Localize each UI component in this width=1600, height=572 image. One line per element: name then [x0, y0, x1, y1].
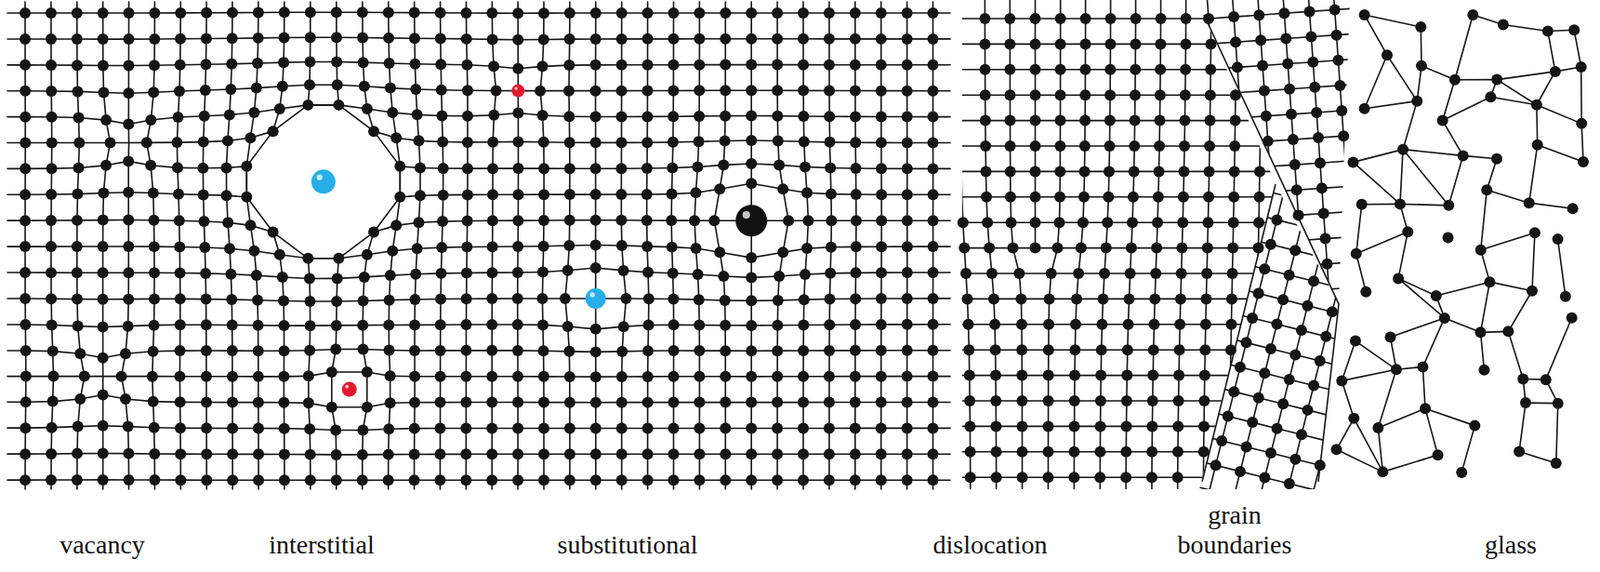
bond [1333, 399, 1360, 402]
bond [1359, 298, 1385, 301]
bond [1282, 222, 1285, 248]
bond [1309, 272, 1335, 275]
bond [1335, 119, 1362, 122]
bond [1307, 399, 1334, 402]
bond-lines [7, 0, 1584, 572]
bond-stub [959, 0, 962, 19]
bond [1259, 145, 1285, 147]
bond [1334, 272, 1360, 275]
bond [959, 120, 962, 146]
bond [1282, 323, 1310, 326]
bond [1284, 171, 1310, 173]
bond [1285, 145, 1311, 147]
bond-stub [957, 145, 962, 147]
bond [1229, 476, 1256, 478]
bond-stub [957, 17, 960, 20]
bond [959, 18, 962, 44]
bond [1281, 375, 1283, 401]
bond [1335, 145, 1362, 147]
bond [1334, 298, 1360, 301]
bond [1311, 43, 1337, 46]
bond [1286, 43, 1312, 46]
bond [1307, 425, 1334, 428]
bond [1283, 171, 1286, 197]
bond [1335, 221, 1361, 224]
bond [1361, 93, 1388, 96]
bond [1282, 248, 1285, 274]
bond [1335, 196, 1361, 199]
bond [1306, 450, 1333, 453]
bond [1332, 476, 1359, 478]
bond [1357, 476, 1384, 478]
bond [1336, 68, 1362, 71]
bond [1308, 298, 1334, 301]
bond-stub [957, 119, 961, 122]
bond [1361, 119, 1388, 122]
bond [1334, 323, 1360, 326]
bond [1229, 399, 1257, 402]
bond [1357, 450, 1384, 453]
bond-stub [957, 196, 963, 199]
bond [1228, 451, 1230, 477]
bond [1283, 197, 1286, 223]
bond [1361, 196, 1387, 199]
bond [1309, 221, 1336, 224]
bond [1360, 221, 1386, 224]
bond [1284, 120, 1287, 146]
main-lattice-bonds [7, 1, 951, 490]
bond [1229, 450, 1256, 453]
bond [1229, 425, 1231, 451]
bond-stub [957, 93, 961, 96]
bond [959, 94, 962, 120]
bond [959, 43, 962, 69]
bond-stub [957, 43, 961, 46]
bond [1281, 324, 1283, 350]
grain-bonds [957, 0, 1389, 490]
bond [1333, 348, 1359, 351]
bond [1229, 374, 1257, 377]
bond [1286, 68, 1312, 71]
bond [1283, 145, 1286, 172]
bond [1309, 171, 1336, 173]
bond [1203, 476, 1230, 478]
bond [1286, 17, 1312, 20]
bond [1311, 17, 1337, 20]
bond-stub [1228, 476, 1230, 490]
bond-stub [1254, 476, 1257, 490]
bond-stub [957, 171, 962, 173]
bond [1359, 348, 1385, 351]
bond [1333, 374, 1360, 377]
bond [1281, 349, 1283, 375]
bond [1280, 476, 1307, 478]
bond [960, 145, 963, 172]
bond [1336, 17, 1362, 20]
bond [1336, 43, 1362, 46]
bond [1358, 399, 1385, 402]
bond [1254, 425, 1257, 451]
bond [1254, 451, 1257, 477]
bond [960, 171, 963, 197]
bond [1361, 68, 1388, 71]
bond [1311, 68, 1337, 71]
bond [1307, 374, 1334, 377]
bond [1361, 145, 1387, 147]
bond [1285, 119, 1311, 122]
bond [1310, 119, 1336, 122]
bond [1308, 348, 1335, 351]
bond [1335, 171, 1362, 173]
bond [1310, 145, 1336, 147]
bond [1360, 247, 1386, 250]
bond [1360, 272, 1386, 275]
bond-stub [957, 68, 961, 71]
bond [1281, 450, 1308, 453]
bond [1359, 323, 1385, 326]
bond [959, 69, 962, 95]
bond-stub [1280, 476, 1283, 490]
bond [1361, 43, 1388, 46]
bond [1332, 425, 1359, 428]
